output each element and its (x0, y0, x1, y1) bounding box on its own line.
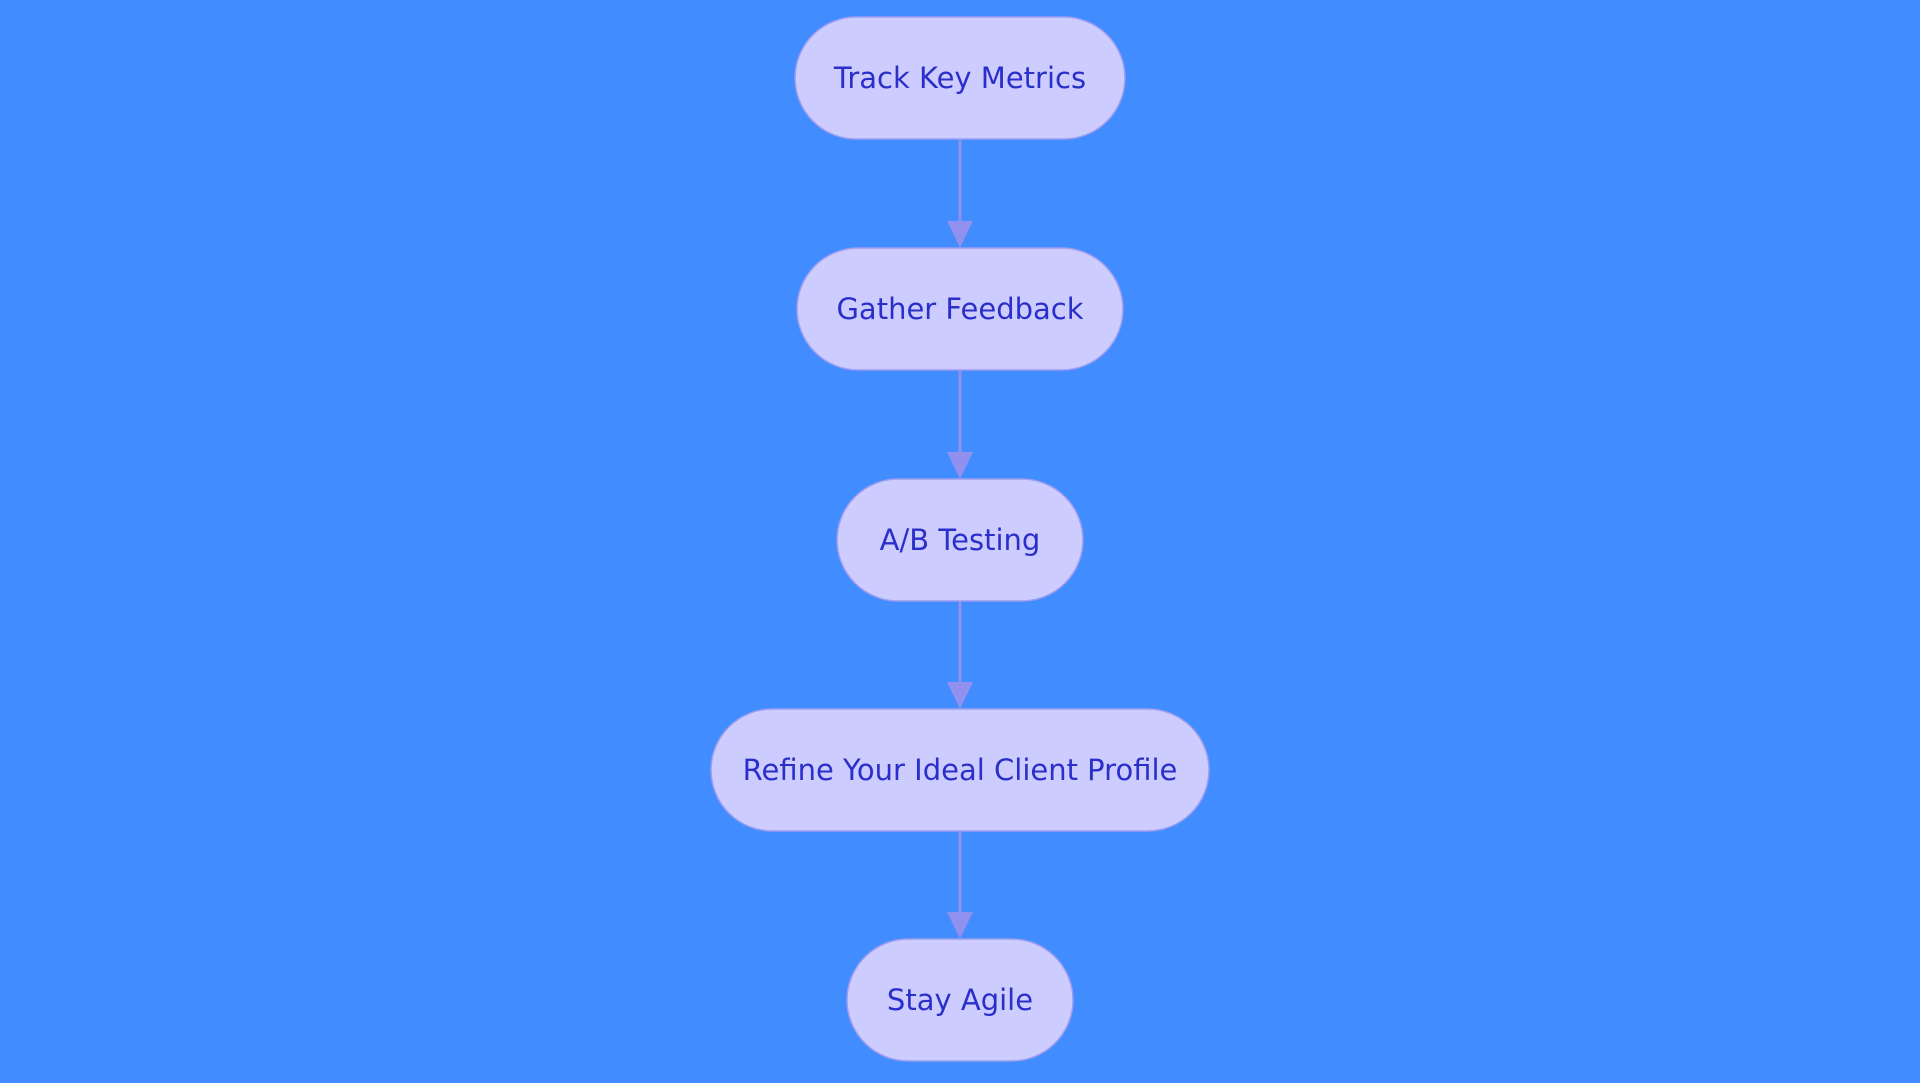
edges-layer (947, 139, 973, 939)
node-shape (710, 708, 1210, 832)
node-shape (846, 938, 1074, 1062)
edge-track-to-feedback (947, 139, 973, 248)
node-feedback: Gather Feedback (796, 247, 1124, 371)
node-shape (836, 478, 1084, 602)
node-label: Refine Your Ideal Client Profile (743, 753, 1178, 787)
node-label: Track Key Metrics (833, 61, 1086, 95)
arrowhead-icon (947, 912, 973, 939)
edge-feedback-to-ab (947, 370, 973, 479)
node-shape (796, 247, 1124, 371)
edge-refine-to-agile (947, 831, 973, 939)
arrowhead-icon (947, 452, 973, 479)
arrowhead-icon (947, 221, 973, 248)
node-ab: A/B Testing (836, 478, 1084, 602)
node-refine: Refine Your Ideal Client Profile (710, 708, 1210, 832)
node-shape (794, 16, 1126, 140)
node-track: Track Key Metrics (794, 16, 1126, 140)
node-label: A/B Testing (880, 523, 1041, 557)
arrowhead-icon (947, 682, 973, 709)
edge-ab-to-refine (947, 601, 973, 709)
node-agile: Stay Agile (846, 938, 1074, 1062)
node-label: Gather Feedback (836, 292, 1083, 326)
node-label: Stay Agile (887, 983, 1033, 1017)
